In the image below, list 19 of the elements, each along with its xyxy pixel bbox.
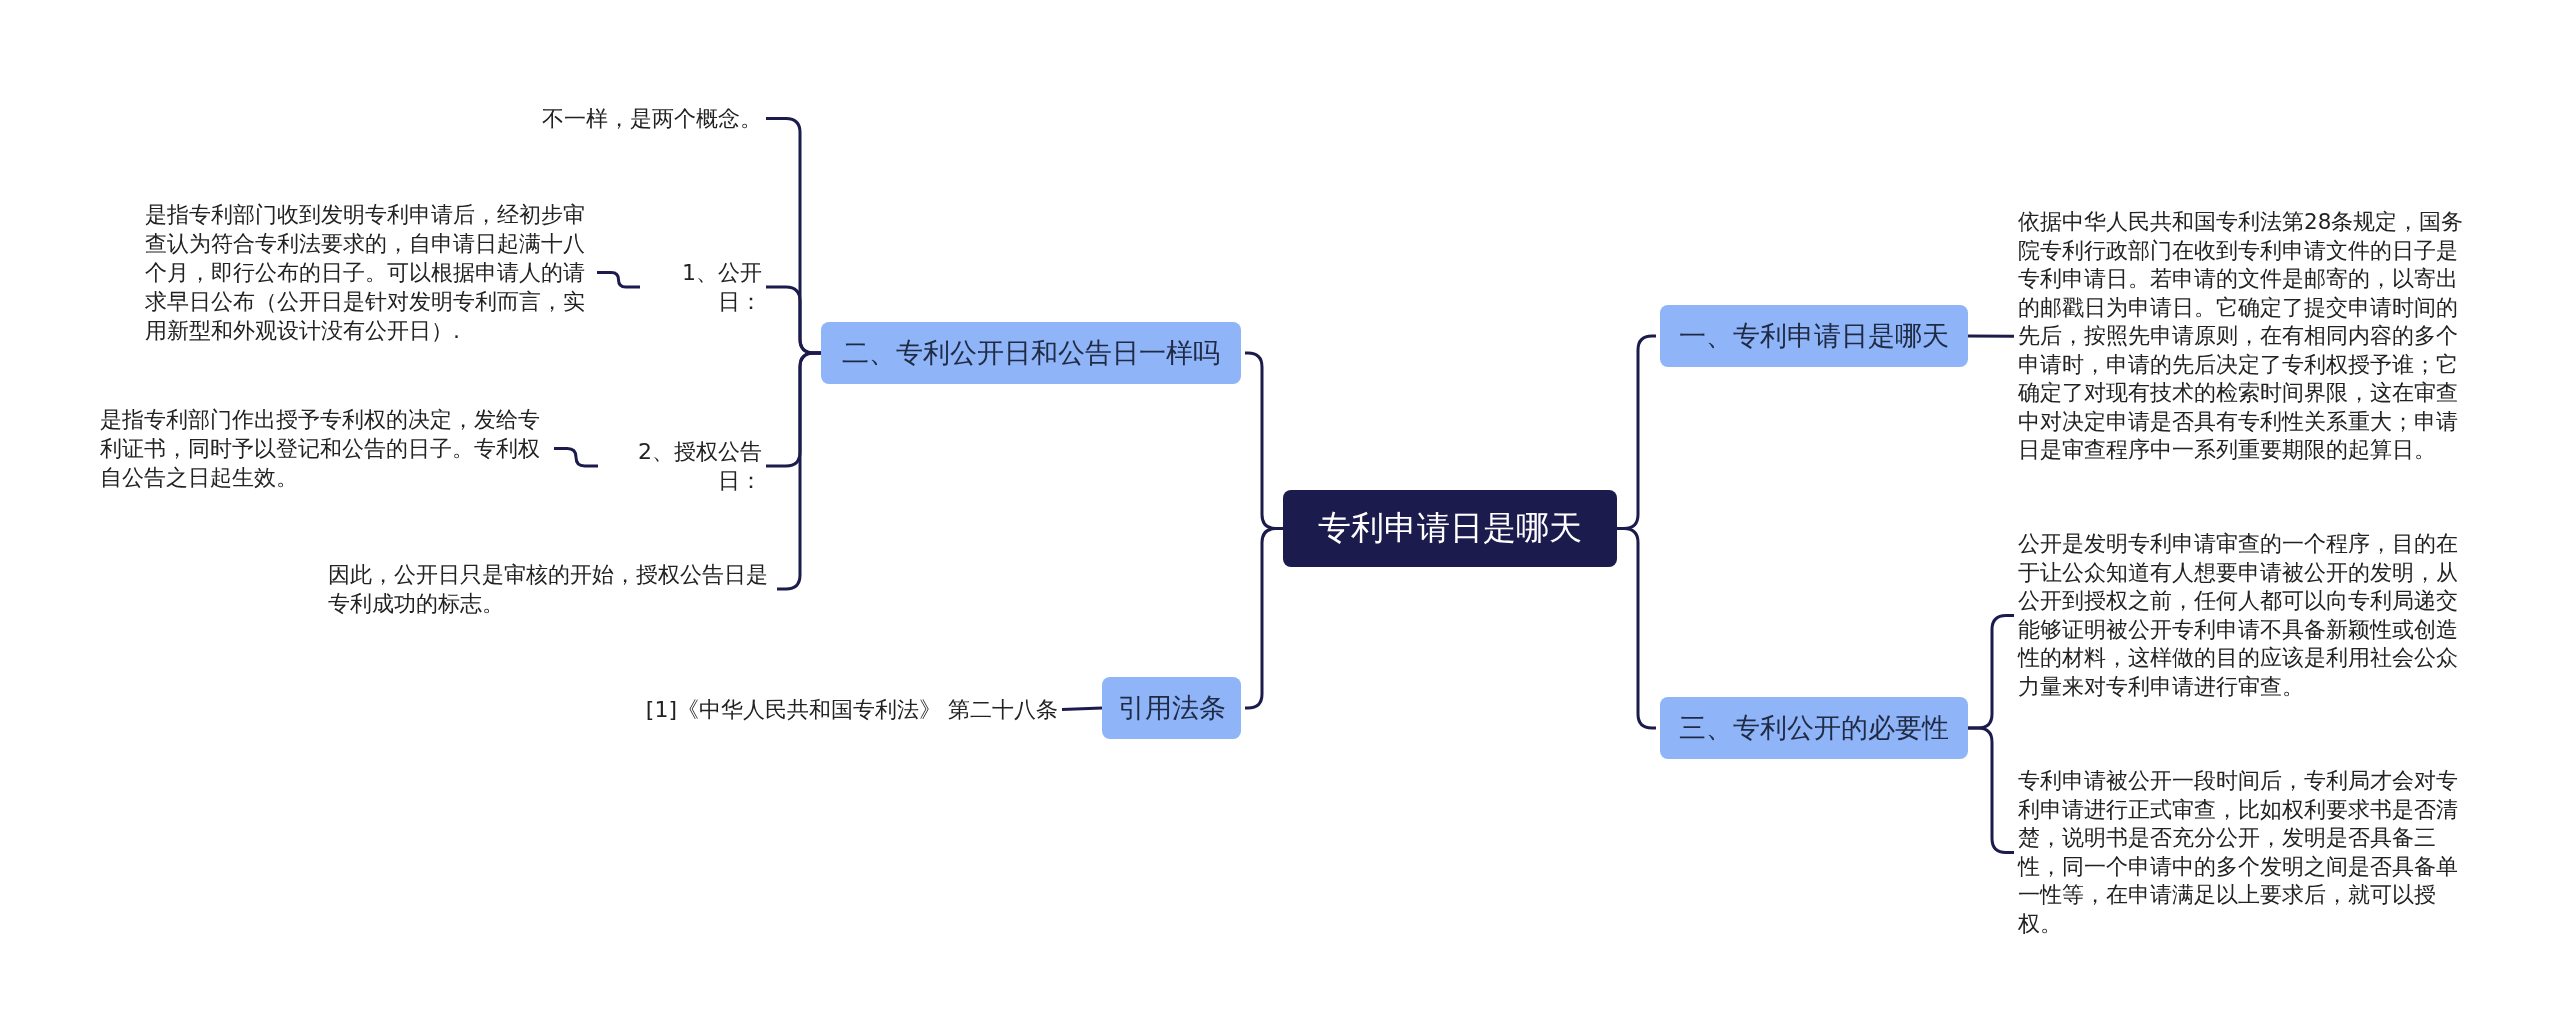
note-text: 因此，公开日只是审核的开始，授权公告日是专利成功的标志。 [328, 560, 773, 618]
note-text: [1]《中华人民共和国专利法》 第二十八条 [640, 695, 1058, 724]
note-text: 是指专利部门作出授予专利权的决定，发给专利证书，同时予以登记和公告的日子。专利权自公告之日起生效。 [100, 405, 550, 492]
note-text: 2、授权公告日： [598, 437, 762, 495]
connector-line [597, 271, 640, 289]
central-topic: 专利申请日是哪天 [1283, 490, 1617, 567]
topic-box: 三、专利公开的必要性 [1660, 697, 1968, 759]
note-text: 不一样，是两个概念。 [520, 104, 762, 133]
note-text: 是指专利部门收到发明专利申请后，经初步审查认为符合专利法要求的，自申请日起满十八个月，即行公布的日子。可以根据申请人的请求早日公布（公开日是针对发明专利而言，实用新型和外观设计没有公开日）. [145, 200, 593, 345]
note-text: 专利申请被公开一段时间后，专利局才会对专利申请进行正式审查，比如权利要求书是否清楚，说明书是否充分公开，发明是否具备三性，同一个申请中的多个发明之间是否具备单一性等，在申请满足以上要求后，就可以授权。 [2018, 767, 2474, 938]
note-text: 1、公开日： [640, 258, 762, 316]
topic-box: 引用法条 [1102, 677, 1241, 739]
connector-line [1061, 706, 1103, 711]
topic-box: 一、专利申请日是哪天 [1660, 305, 1968, 367]
note-text: 依据中华人民共和国专利法第28条规定，国务院专利行政部门在收到专利申请文件的日子是专利申请日。若申请的文件是邮寄的，以寄出的邮戳日为申请日。它确定了提交申请时间的先后，按照先申请原则，在有相同内容的多个申请时，申请的先后决定了专利权授予谁；它确定了对现有技术的检索时间界限，这在审查中对决定申请是否具有专利性关系重大；申请日是审查程序中一系列重要期限的起算日。 [2018, 208, 2474, 465]
connector-line [1968, 334, 2014, 338]
connector-line [554, 447, 598, 468]
note-text: 公开是发明专利申请审查的一个程序，目的在于让公众知道有人想要申请被公开的发明，从公开到授权之前，任何人都可以向专利局递交能够证明被公开专利申请不具备新颖性或创造性的材料，这样做的目的应该是利用社会公众力量来对专利申请进行审查。 [2018, 530, 2474, 701]
topic-box: 二、专利公开日和公告日一样吗 [821, 322, 1241, 384]
